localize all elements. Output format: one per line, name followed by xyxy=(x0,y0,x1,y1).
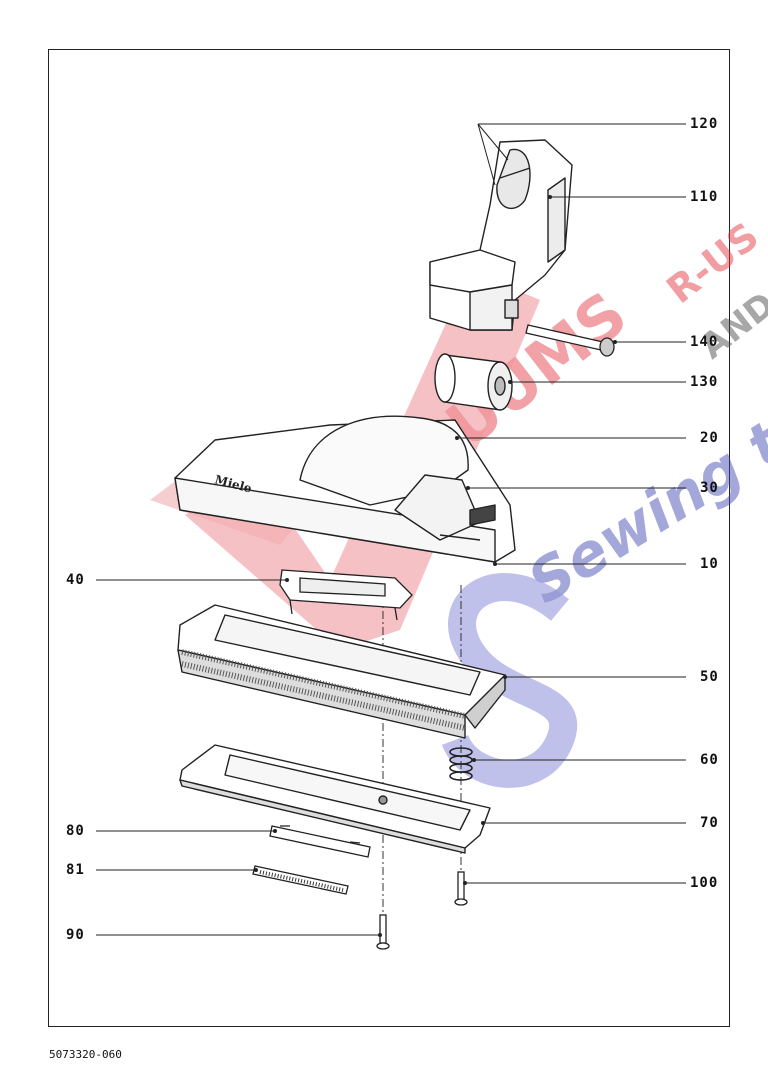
part-50-sole-plate xyxy=(177,604,506,739)
callout-20: 20 xyxy=(700,430,719,446)
callout-130: 130 xyxy=(690,374,719,390)
callout-90: 90 xyxy=(66,927,85,943)
watermark-blue-s-swirl xyxy=(441,573,577,788)
part-90-screw xyxy=(376,914,390,950)
callout-110: 110 xyxy=(690,189,719,205)
document-number: 5073320-060 xyxy=(49,1048,122,1061)
drawing-frame xyxy=(48,49,730,1027)
watermark-sewing: Sewing to xyxy=(516,387,768,617)
callout-60: 60 xyxy=(700,752,719,768)
callout-10: 10 xyxy=(700,556,719,572)
callout-100: 100 xyxy=(690,875,719,891)
leader-dots xyxy=(254,195,617,937)
part-70-base-plate xyxy=(179,744,491,854)
part-40-frame-insert xyxy=(279,569,413,621)
part-100-screw xyxy=(454,871,468,906)
callout-30: 30 xyxy=(700,480,719,496)
leader-lines xyxy=(96,123,686,936)
callout-140: 140 xyxy=(690,334,719,350)
part-10-housing xyxy=(174,415,516,563)
callout-80: 80 xyxy=(66,823,85,839)
part-81-brush-strip xyxy=(252,865,349,895)
part-140-axle-pin xyxy=(525,324,615,357)
callout-40: 40 xyxy=(66,572,85,588)
callout-120: 120 xyxy=(690,116,719,132)
part-130-roller xyxy=(434,353,513,411)
callout-50: 50 xyxy=(700,669,719,685)
part-80-strip xyxy=(269,825,371,858)
callout-81: 81 xyxy=(66,862,85,878)
callout-70: 70 xyxy=(700,815,719,831)
part-110-swivel-neck xyxy=(429,139,573,331)
